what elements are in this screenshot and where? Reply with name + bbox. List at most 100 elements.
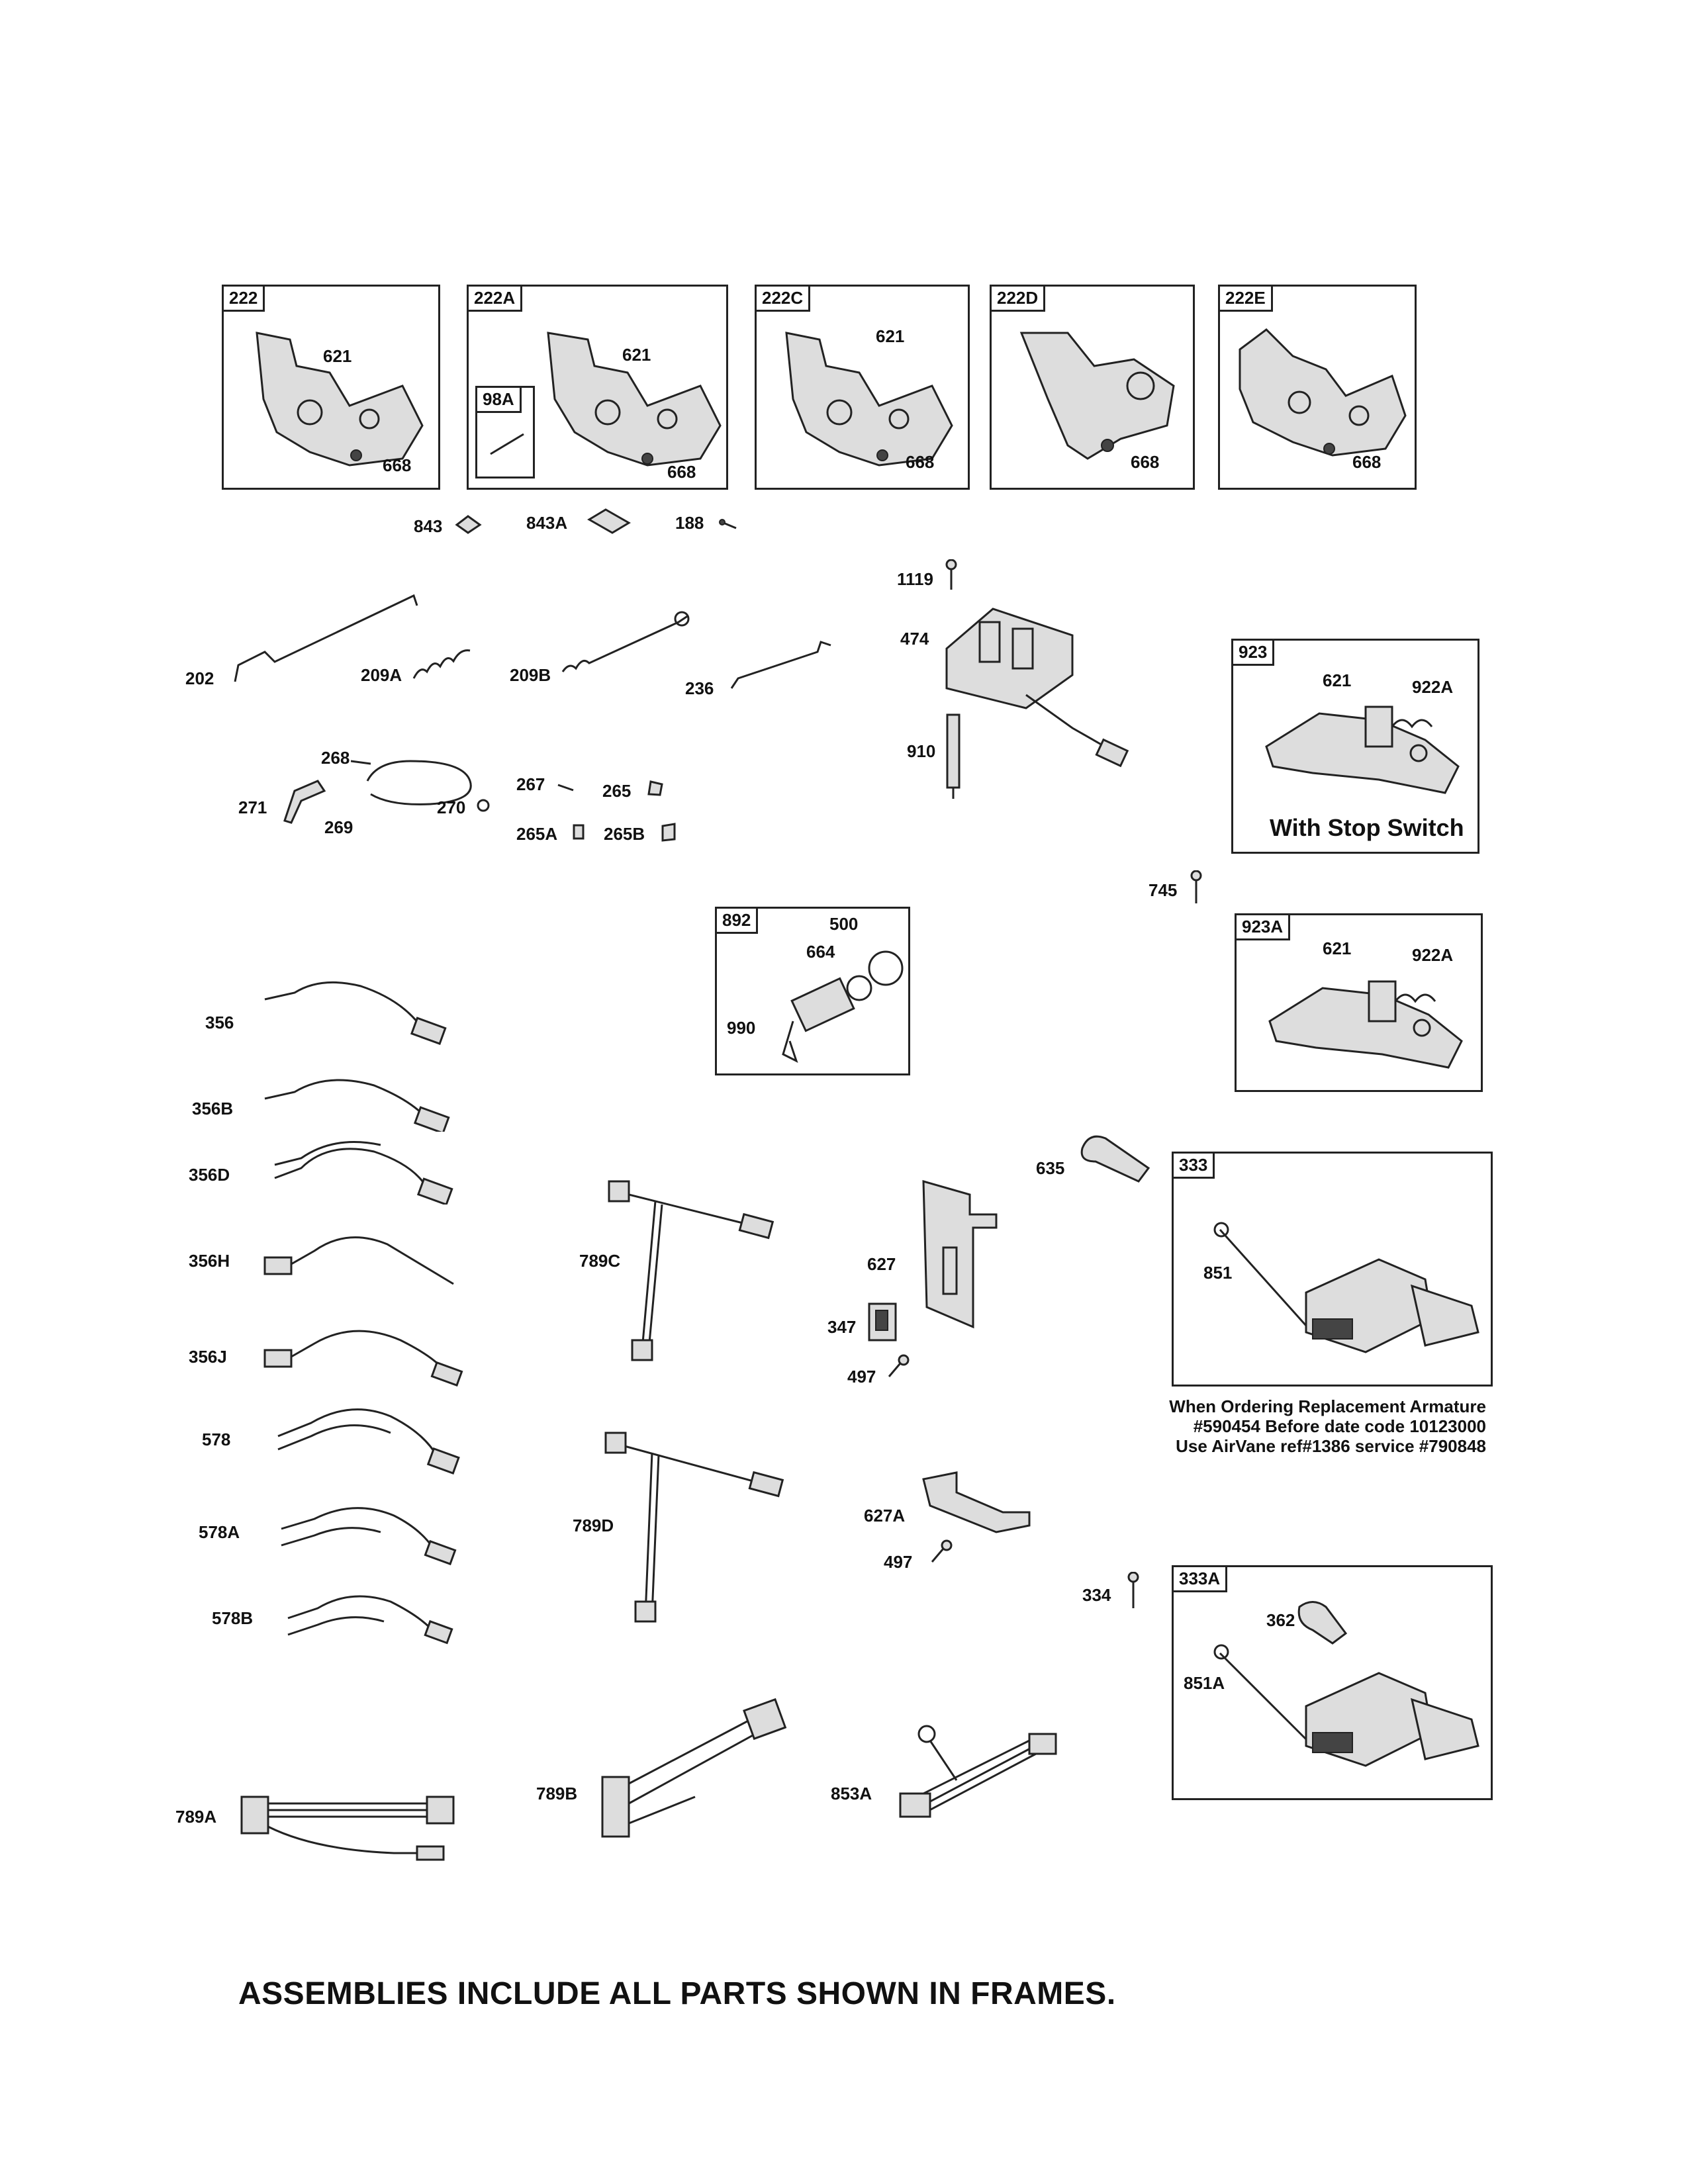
label-843A: 843A: [526, 513, 568, 533]
screw-497b-illustration: [931, 1539, 953, 1563]
label-347: 347: [827, 1317, 857, 1337]
label-334: 334: [1082, 1585, 1111, 1605]
label-789B: 789B: [536, 1784, 578, 1803]
frame-tag-222C: 222C: [757, 287, 811, 312]
label-668: 668: [1352, 452, 1382, 472]
bracket-627A-illustration: [922, 1471, 1031, 1533]
lever-271-illustration: [283, 780, 326, 824]
label-922A: 922A: [1412, 945, 1454, 965]
harness-789A-illustration: [240, 1796, 455, 1861]
label-268: 268: [321, 748, 350, 768]
label-209B: 209B: [510, 665, 551, 685]
label-497: 497: [884, 1552, 913, 1572]
frame-222: 222 621 668: [222, 285, 440, 490]
note-line-1: When Ordering Replacement Armature: [1169, 1396, 1486, 1416]
note-line-3: Use AirVane ref#1386 service #790848: [1176, 1436, 1486, 1456]
spacer-910-illustration: [946, 713, 961, 799]
governor-bracket-illustration: [547, 332, 722, 467]
harness-356J-illustration: [263, 1330, 463, 1387]
label-621: 621: [1323, 938, 1352, 958]
harness-789B-illustration: [601, 1698, 787, 1838]
harness-578A-illustration: [281, 1507, 457, 1566]
label-474: 474: [900, 629, 929, 649]
label-851: 851: [1203, 1263, 1233, 1283]
harness-578B-illustration: [287, 1595, 453, 1645]
assemblies-footer-note: ASSEMBLIES INCLUDE ALL PARTS SHOWN IN FR…: [238, 1976, 1116, 2011]
label-188: 188: [675, 513, 704, 533]
harness-578-illustration: [277, 1408, 460, 1475]
label-271: 271: [238, 797, 267, 817]
label-668: 668: [667, 462, 696, 482]
label-236: 236: [685, 678, 714, 698]
frame-222C: 222C 621 668: [755, 285, 970, 490]
frame-tag-222E: 222E: [1220, 287, 1273, 312]
screw-334-illustration: [1127, 1572, 1139, 1608]
link-202-illustration: [234, 594, 418, 682]
label-202: 202: [185, 668, 214, 688]
frame-tag-333A: 333A: [1174, 1567, 1228, 1592]
screw-267-illustration: [557, 784, 574, 792]
spring-209A-illustration: [412, 649, 471, 679]
label-270: 270: [437, 797, 466, 817]
armature-333-illustration: [1213, 1222, 1479, 1353]
spring-illustration: [490, 433, 524, 455]
label-621: 621: [622, 345, 651, 365]
frame-tag-222A: 222A: [469, 287, 523, 312]
label-789D: 789D: [573, 1516, 614, 1535]
label-990: 990: [727, 1018, 756, 1038]
ignition-switch-474-illustration: [945, 608, 1129, 768]
frame-333: 333 851: [1172, 1152, 1493, 1387]
governor-bracket-illustration: [256, 332, 424, 467]
label-269: 269: [324, 817, 353, 837]
frame-tag-923A: 923A: [1237, 915, 1291, 940]
switch-347-illustration: [868, 1302, 897, 1342]
harness-356D-illustration: [274, 1141, 453, 1205]
label-627: 627: [867, 1254, 896, 1274]
screw-745-illustration: [1190, 870, 1202, 903]
governor-bracket-illustration: [1239, 328, 1407, 457]
clip-843A-illustration: [587, 508, 631, 534]
harness-356B-illustration: [264, 1079, 450, 1132]
clip-843-illustration: [455, 515, 482, 534]
label-265A: 265A: [516, 824, 558, 844]
label-851A: 851A: [1184, 1673, 1225, 1693]
harness-356-illustration: [264, 981, 447, 1046]
frame-tag-923: 923: [1233, 641, 1275, 666]
note-line-2: #590454 Before date code 10123000: [1193, 1416, 1486, 1436]
frame-923: 923 621 922A With Stop Switch: [1231, 639, 1479, 854]
label-356B: 356B: [192, 1099, 234, 1118]
label-668: 668: [1131, 452, 1160, 472]
label-1119: 1119: [897, 569, 933, 589]
bracket-627-illustration: [922, 1179, 998, 1329]
clip-265-illustration: [647, 780, 663, 796]
frame-222E: 222E 668: [1218, 285, 1417, 490]
screw-188-illustration: [719, 519, 737, 529]
armature-333A-illustration: [1213, 1601, 1479, 1767]
nut-270-illustration: [477, 799, 490, 812]
spark-plug-boot-635-illustration: [1080, 1135, 1150, 1183]
harness-356H-illustration: [263, 1236, 454, 1285]
label-497: 497: [847, 1367, 876, 1387]
clip-265A-illustration: [573, 824, 585, 840]
stop-switch-caption: With Stop Switch: [1270, 814, 1464, 841]
label-789A: 789A: [175, 1807, 217, 1827]
governor-bracket-illustration: [1019, 332, 1175, 460]
clip-265B-illustration: [661, 823, 676, 842]
label-853A: 853A: [831, 1784, 872, 1803]
harness-789C-illustration: [608, 1180, 774, 1361]
governor-control-923A-illustration: [1268, 980, 1463, 1069]
frame-98A: 98A: [475, 386, 535, 478]
label-356J: 356J: [189, 1347, 227, 1367]
label-578A: 578A: [199, 1522, 240, 1542]
label-635: 635: [1036, 1158, 1065, 1178]
label-578: 578: [202, 1430, 231, 1449]
frame-tag-222D: 222D: [992, 287, 1046, 312]
label-745: 745: [1149, 880, 1178, 900]
frame-222A: 222A 98A 621 668: [467, 285, 728, 490]
label-209A: 209A: [361, 665, 402, 685]
label-356H: 356H: [189, 1251, 230, 1271]
label-500: 500: [829, 914, 859, 934]
frame-tag-222: 222: [224, 287, 265, 312]
frame-923A: 923A 621 922A: [1235, 913, 1483, 1092]
